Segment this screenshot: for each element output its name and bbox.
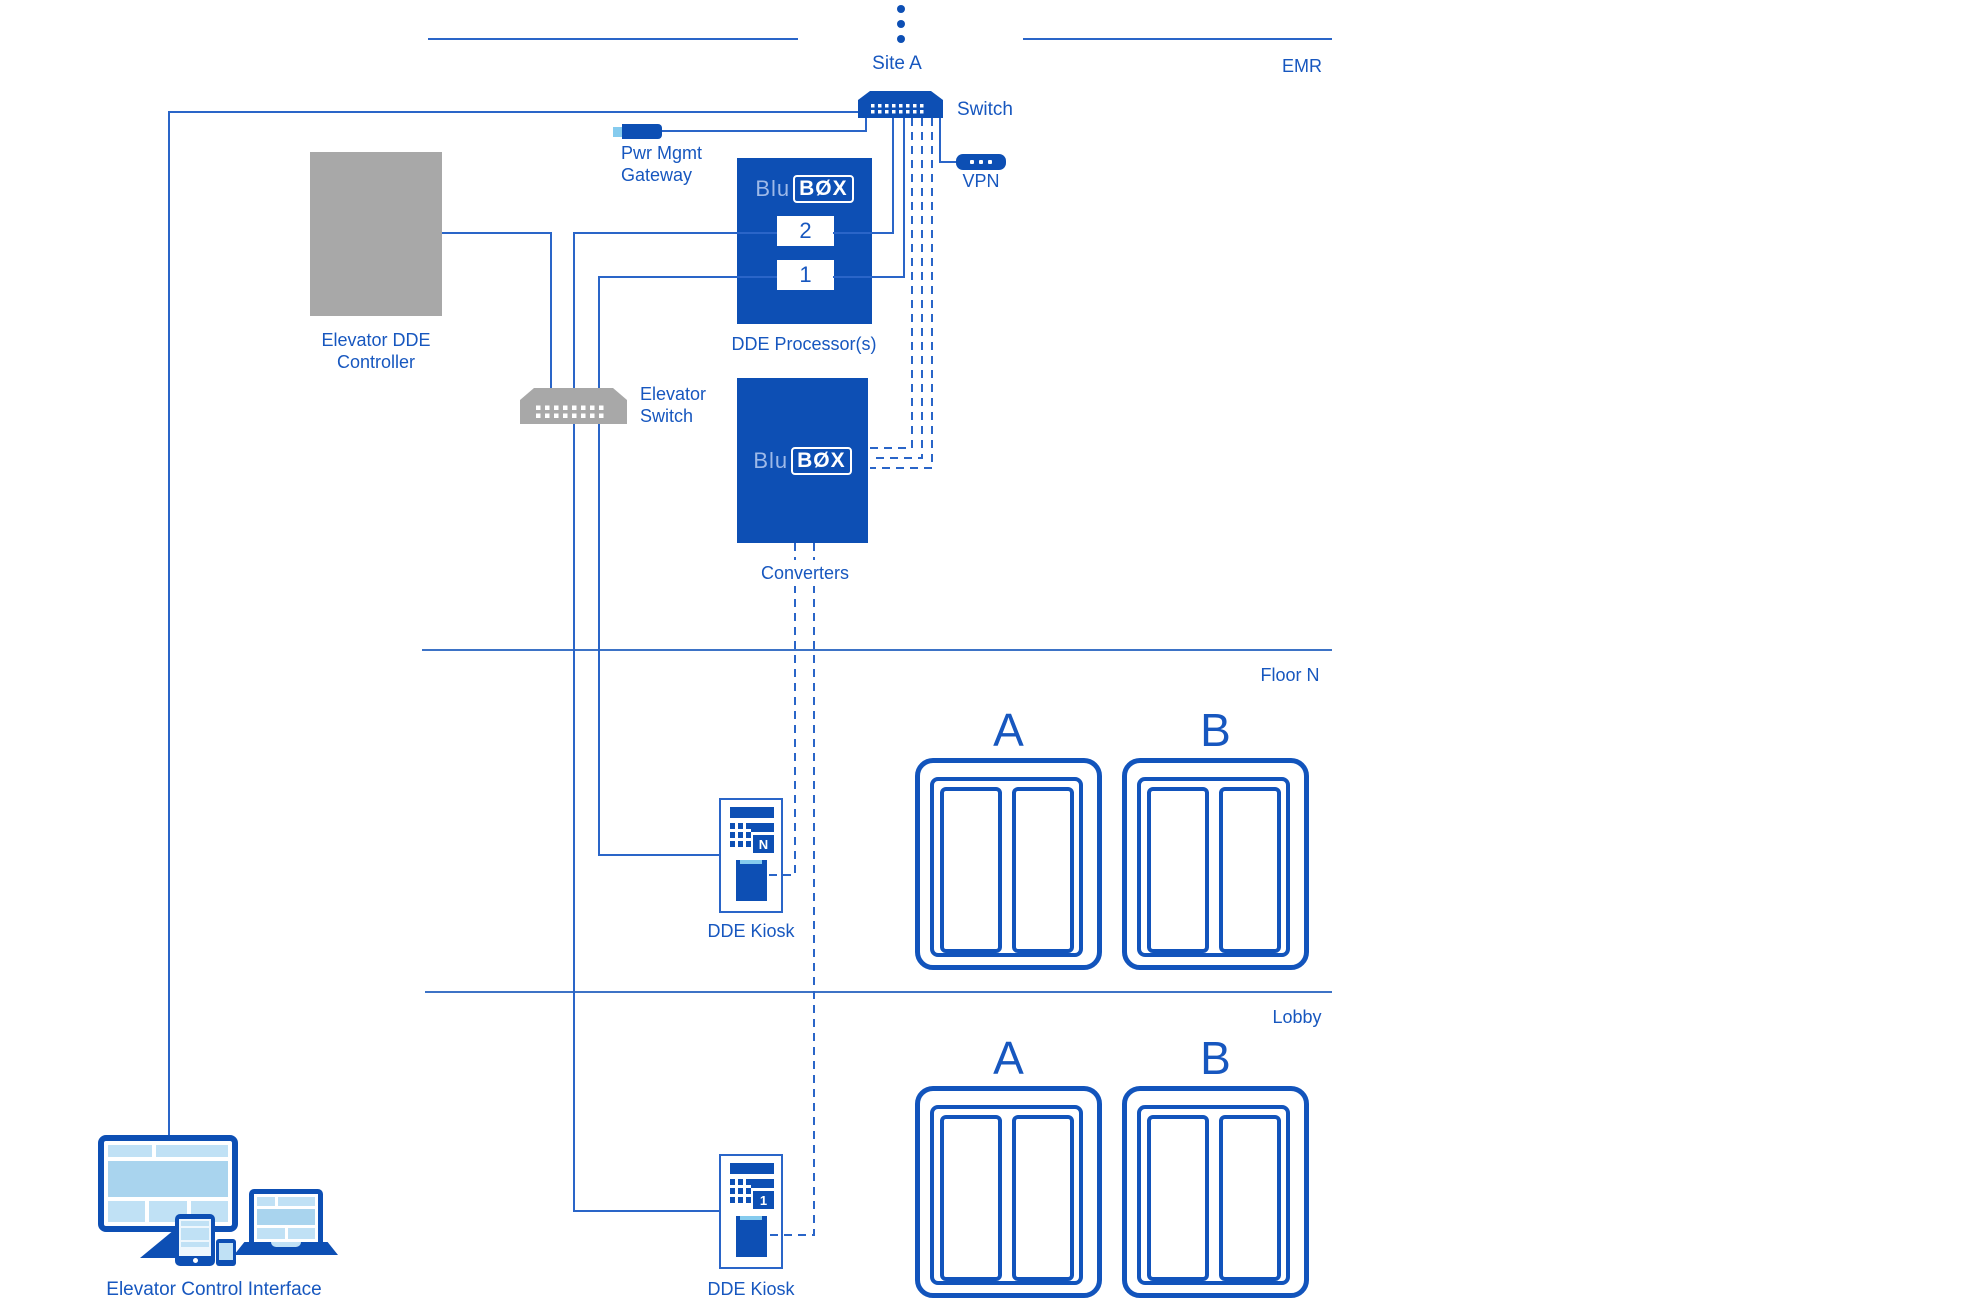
blubox-logo-blu: Blu: [753, 447, 789, 473]
usb-body: [622, 124, 662, 139]
network-switch-icon: [858, 91, 943, 123]
dde-kiosk-floor-n: N: [719, 798, 783, 913]
phone-notch: [740, 860, 762, 864]
elevator-door: [939, 1115, 1002, 1281]
elevator-b-label-floor-n: B: [1200, 704, 1231, 756]
blubox-logo-box: BØX: [791, 446, 852, 475]
laptop-icon: [249, 1189, 323, 1247]
kiosk-header-bar: [730, 807, 774, 818]
tablet-home-button: [193, 1258, 198, 1263]
floor-n-label: Floor N: [1260, 665, 1320, 685]
elevator-b-floor-n: [1122, 758, 1309, 970]
elevator-a-floor-n: [915, 758, 1102, 970]
lobby-label: Lobby: [1272, 1007, 1322, 1027]
elevator-control-interface-label: Elevator Control Interface: [106, 1279, 322, 1300]
kiosk-display-bar: [751, 823, 774, 832]
smartphone-icon: [216, 1239, 236, 1266]
dde-processor-label: DDE Processor(s): [731, 334, 877, 354]
laptop-base: [234, 1242, 338, 1255]
kiosk-keypad-icon: [730, 823, 751, 847]
kiosk-display-bar: [751, 1179, 774, 1188]
processor-port-1: 1: [777, 260, 834, 290]
elevator-frame: [1137, 1105, 1290, 1285]
elevator-door: [1146, 1115, 1209, 1281]
elevator-frame: [930, 777, 1083, 957]
dde-kiosk-lobby: 1: [719, 1154, 783, 1269]
elevator-door: [1218, 1115, 1281, 1281]
converters-label: Converters: [745, 560, 865, 586]
kiosk-floor-indicator: N: [753, 835, 774, 853]
tablet-icon: [175, 1214, 215, 1266]
elevator-switch-icon: [520, 388, 627, 429]
site-a-label: Site A: [872, 53, 922, 74]
dde-kiosk-floor-n-label: DDE Kiosk: [707, 921, 795, 941]
kiosk-keypad-icon: [730, 1179, 751, 1203]
elevator-frame: [930, 1105, 1083, 1285]
elevator-dde-controller-box: [310, 152, 442, 316]
dde-kiosk-lobby-label: DDE Kiosk: [707, 1279, 795, 1299]
emr-label: EMR: [1282, 56, 1322, 76]
processor-port-2: 2: [777, 216, 834, 246]
elevator-door: [1218, 787, 1281, 953]
elevator-a-label-floor-n: A: [993, 704, 1024, 756]
laptop-notch: [271, 1242, 301, 1247]
switch-label: Switch: [957, 99, 1013, 120]
elevator-door: [939, 787, 1002, 953]
elevator-door: [1011, 1115, 1074, 1281]
elevator-door: [1146, 787, 1209, 953]
kiosk-floor-indicator: 1: [753, 1191, 774, 1209]
desktop-monitor-icon: [98, 1135, 238, 1232]
kiosk-phone-icon: [736, 1216, 767, 1257]
vpn-device-icon: [956, 154, 1006, 170]
elevator-door: [1011, 787, 1074, 953]
pwr-mgmt-gateway-icon: [613, 123, 663, 140]
elevator-a-label-lobby: A: [993, 1032, 1024, 1084]
elevator-b-label-lobby: B: [1200, 1032, 1231, 1084]
elevator-b-lobby: [1122, 1086, 1309, 1298]
blubox-logo-blu: Blu: [755, 176, 791, 201]
elevator-frame: [1137, 777, 1290, 957]
elevator-a-lobby: [915, 1086, 1102, 1298]
usb-tip: [613, 127, 622, 137]
blubox-logo-box: BØX: [793, 175, 854, 203]
kiosk-header-bar: [730, 1163, 774, 1174]
kiosk-phone-icon: [736, 860, 767, 901]
vpn-label: VPN: [962, 171, 1000, 191]
phone-notch: [740, 1216, 762, 1220]
